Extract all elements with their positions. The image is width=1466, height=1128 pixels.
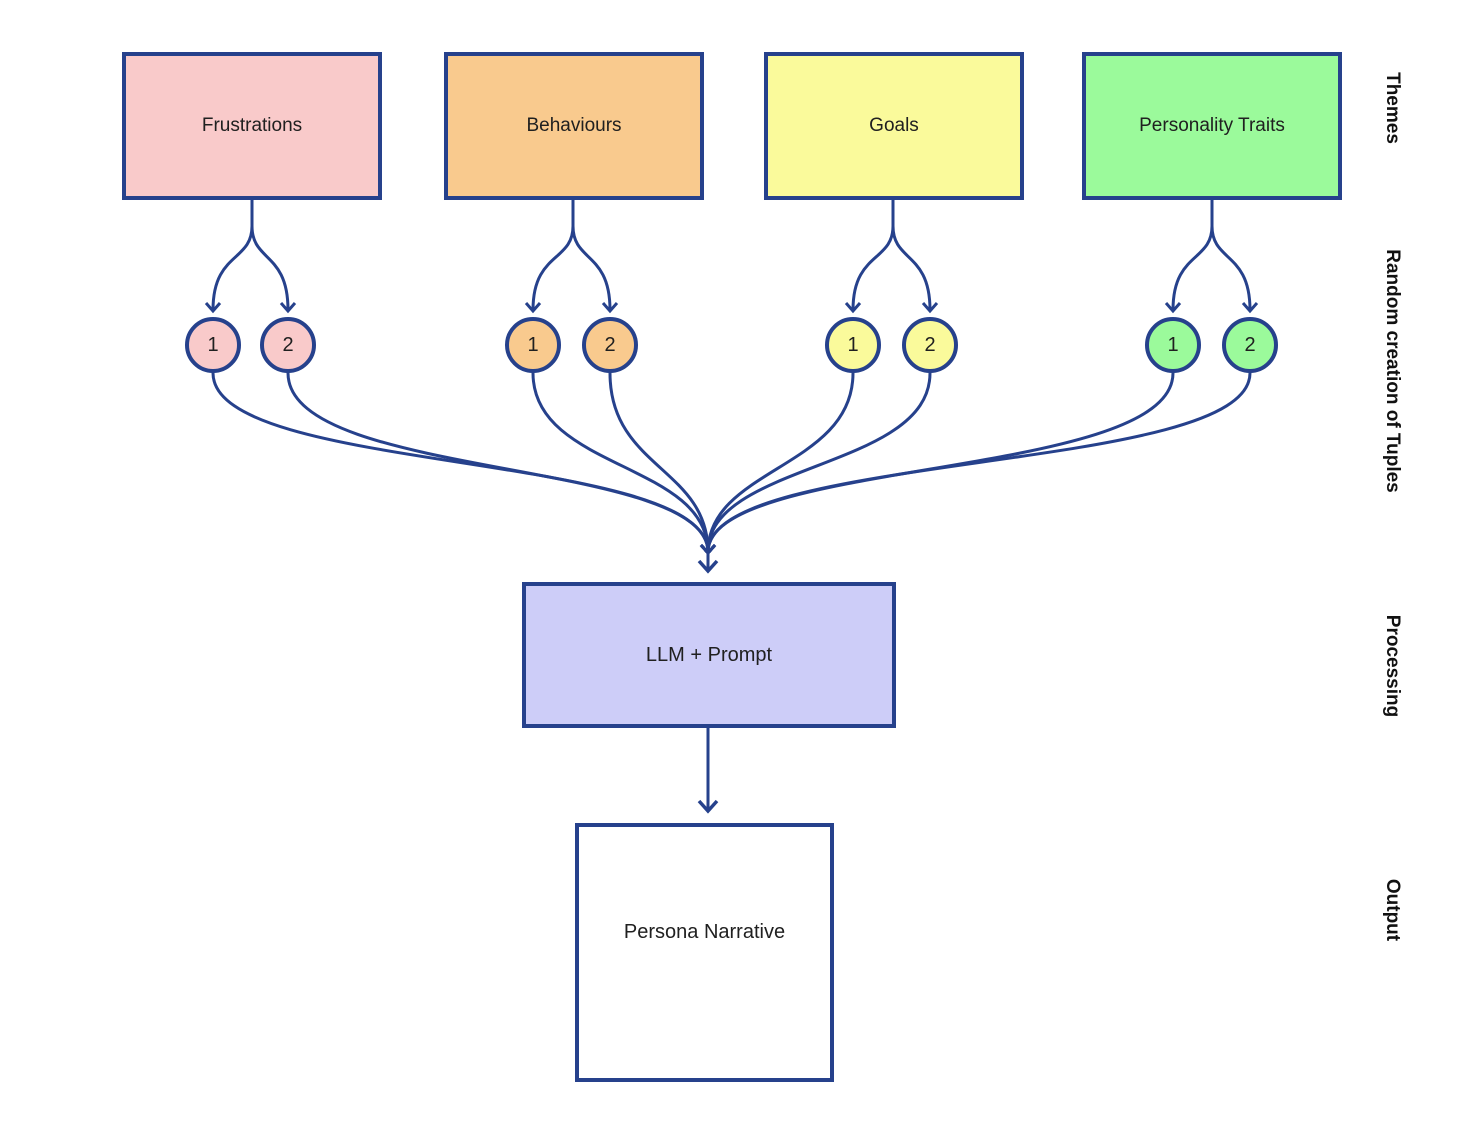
theme-box-goals: Goals [764,52,1024,200]
branch-frustrations-2 [250,224,297,314]
tuple-curve-goals-1 [699,371,855,556]
stage-label-processing: Processing [1382,614,1403,718]
tuple-curve-behaviours-1 [531,371,717,556]
tuple-circle-personality-1: 1 [1145,317,1201,373]
stage-label-random-creation-of-tuples: Random creation of Tuples [1382,249,1403,493]
tuple-circle-behaviours-2: 2 [582,317,638,373]
tuple-circle-frustrations-2: 2 [260,317,316,373]
branch-frustrations-1 [204,224,254,314]
tuple-circle-goals-2: 2 [902,317,958,373]
stage-label-themes: Themes [1382,72,1403,144]
tuple-circle-goals-1: 1 [825,317,881,373]
theme-box-personality-traits: Personality Traits [1082,52,1342,200]
tuple-curve-goals-2 [699,371,932,556]
branch-personality-1 [1164,224,1214,314]
branch-personality-2 [1210,224,1259,314]
tuple-curve-frustrations-2 [286,371,717,556]
theme-label: Frustrations [201,115,303,136]
persona-narrative-label: Persona Narrative [623,921,786,943]
branch-behaviours-1 [524,224,575,314]
theme-label: Behaviours [526,115,622,136]
llm-prompt-label: LLM + Prompt [645,643,773,666]
tuple-curve-personality-2 [699,371,1252,556]
tuple-curve-behaviours-2 [608,371,717,556]
branch-behaviours-2 [571,224,619,314]
tuple-number: 1 [527,333,539,356]
tuple-circle-behaviours-1: 1 [505,317,561,373]
tuple-curve-personality-1 [699,371,1175,556]
tuple-number: 1 [847,333,859,356]
theme-box-behaviours: Behaviours [444,52,704,200]
tuple-number: 2 [282,333,294,356]
tuple-number: 1 [1167,333,1179,356]
tuple-circle-frustrations-1: 1 [185,317,241,373]
tuple-curve-frustrations-1 [211,371,717,556]
theme-label: Goals [869,115,919,136]
persona-narrative-box: Persona Narrative [575,823,834,1082]
branch-goals-2 [891,224,939,314]
tuple-number: 2 [1244,333,1256,356]
branch-goals-1 [844,224,895,314]
tuple-number: 2 [924,333,936,356]
llm-prompt-box: LLM + Prompt [522,582,896,728]
theme-label: Personality Traits [1139,115,1285,136]
tuple-number: 2 [604,333,616,356]
tuple-number: 1 [207,333,219,356]
stage-label-output: Output [1382,878,1403,942]
theme-box-frustrations: Frustrations [122,52,382,200]
tuple-circle-personality-2: 2 [1222,317,1278,373]
